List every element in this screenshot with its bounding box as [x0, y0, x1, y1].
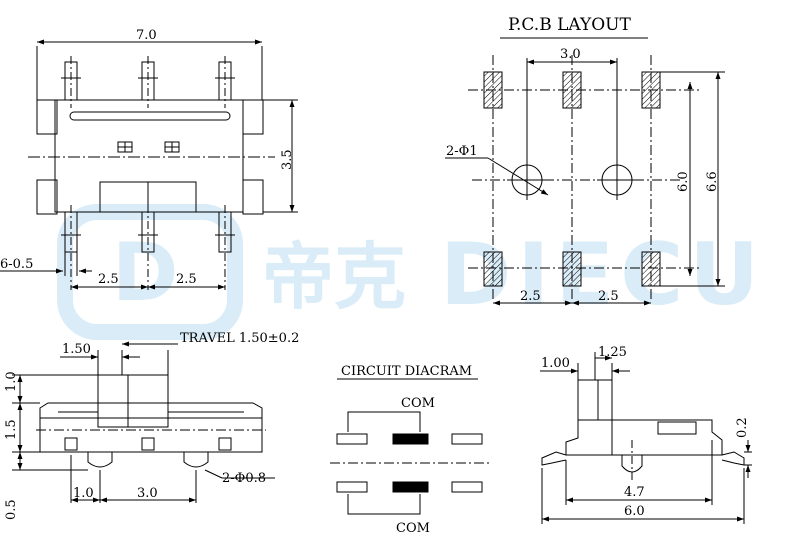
circuit-contact-bottom	[392, 481, 429, 493]
circuit-com-top-label: COM	[401, 396, 435, 411]
watermark-chinese: 帝克	[262, 235, 406, 319]
side-peg-pitch-label: 3.0	[137, 486, 158, 501]
pcb-pitch-left-label: 2.5	[520, 289, 541, 304]
side-peg-left	[87, 452, 113, 468]
side-peg-right	[183, 452, 209, 468]
pcb-hole-label: 2-Φ1	[446, 144, 478, 159]
end-actuator-width-label: 1.00	[541, 356, 570, 371]
pcb-layout	[445, 37, 725, 306]
watermark-logo-text: D	[112, 226, 178, 319]
side-actuator-height-label: 1.0	[4, 371, 19, 392]
circuit-title: CIRCUIT DIACRAM	[341, 364, 472, 379]
pcb-pitch-top-label: 3.0	[560, 47, 581, 62]
pad-bottom-mid	[562, 251, 582, 287]
side-body-height-label: 1.5	[4, 419, 19, 440]
pin-width-label: 6-0.5	[0, 257, 33, 272]
top-height-label: 3.5	[280, 149, 295, 170]
pad-bottom-right	[641, 251, 661, 287]
end-actuator-offset-label: 1.25	[598, 345, 627, 360]
top-body	[54, 99, 244, 213]
top-view	[0, 39, 298, 290]
side-view	[12, 341, 275, 503]
side-peg-label: 2-Φ0.8	[222, 471, 266, 486]
side-offset-label: 1.0	[73, 486, 94, 501]
end-body-width-label: 4.7	[624, 485, 645, 500]
top-pitch-right-label: 2.5	[176, 272, 197, 287]
pcb-pitch-right-label: 2.5	[598, 289, 619, 304]
circuit-com-bottom-bracket	[347, 494, 421, 515]
pcb-inner-height-label: 6.0	[676, 171, 691, 192]
watermark: D 帝克 DIECU	[57, 204, 759, 340]
top-pitch-left-label: 2.5	[98, 272, 119, 287]
circuit-diagram	[330, 378, 490, 515]
end-actuator	[577, 379, 613, 421]
top-slot	[69, 111, 231, 121]
end-lead-right	[721, 451, 745, 466]
travel-label: TRAVEL 1.50±0.2	[180, 331, 299, 346]
end-total-width-label: 6.0	[624, 504, 645, 519]
pad-bottom-left	[483, 251, 503, 287]
circuit-contact-top	[392, 433, 429, 445]
end-view	[540, 352, 752, 524]
pad-top-mid	[562, 71, 582, 109]
side-actuator	[97, 374, 169, 428]
pad-top-left	[483, 71, 503, 109]
circuit-com-top-bracket	[347, 411, 421, 432]
end-body	[565, 419, 723, 456]
top-width-label: 7.0	[136, 28, 157, 43]
end-lead-thickness-label: 0.2	[735, 417, 750, 438]
side-actuator-width-label: 1.50	[62, 342, 91, 357]
pad-top-right	[641, 71, 661, 109]
end-lead-left	[541, 451, 567, 466]
pcb-title: P.C.B LAYOUT	[508, 15, 631, 35]
circuit-com-bottom-label: COM	[396, 521, 430, 536]
pcb-outer-height-label: 6.6	[705, 171, 720, 192]
side-standoff-label: 0.5	[4, 499, 19, 520]
